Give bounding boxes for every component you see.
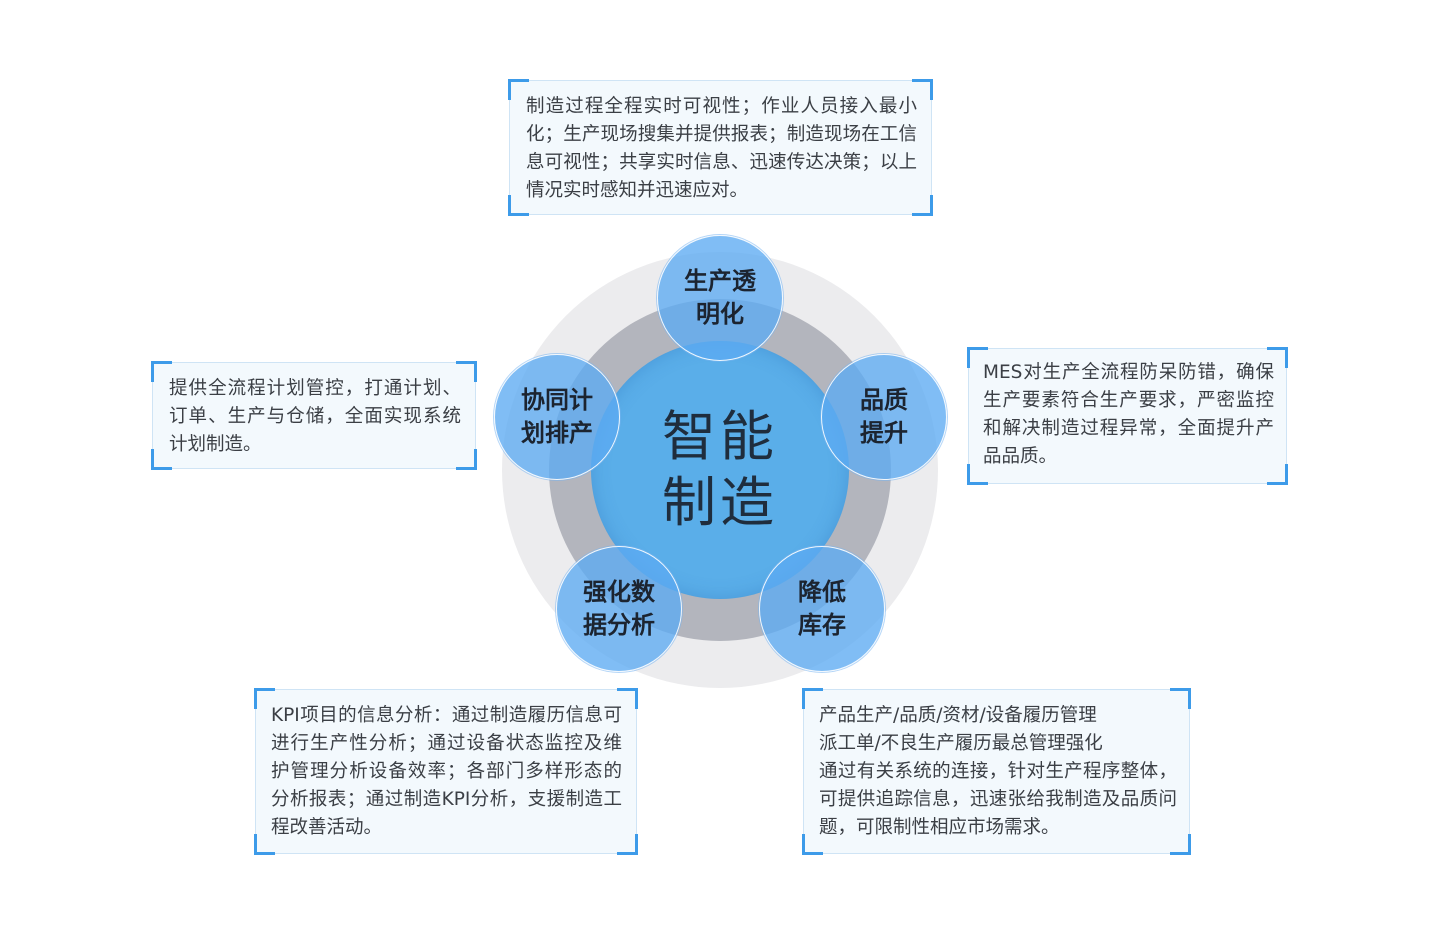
node-scheduling-line1: 协同计 xyxy=(521,386,593,414)
desc-data-analysis-text: KPI项目的信息分析：通过制造履历信息可进行生产性分析；通过设备状态监控及维护管… xyxy=(271,705,622,838)
node-transparency-line1: 生产透 xyxy=(684,267,756,295)
desc-transparency-text: 制造过程全程实时可视性；作业人员接入最小化；生产现场搜集并提供报表；制造现场在工… xyxy=(526,96,917,201)
box-corner xyxy=(617,688,638,709)
node-data-analysis-line2: 据分析 xyxy=(583,611,655,639)
box-corner xyxy=(802,688,823,709)
box-corner xyxy=(1170,688,1191,709)
box-corner xyxy=(802,834,823,855)
desc-quality-text: MES对生产全流程防呆防错，确保生产要素符合生产要求，严密监控和解决制造过程异常… xyxy=(983,362,1274,467)
box-corner xyxy=(456,361,477,382)
node-scheduling-line2: 划排产 xyxy=(521,419,593,447)
desc-box-data-analysis: KPI项目的信息分析：通过制造履历信息可进行生产性分析；通过设备状态监控及维护管… xyxy=(254,688,638,855)
desc-inventory-line3: 通过有关系统的连接，针对生产程序整体，可提供追踪信息，迅速张给我制造及品质问题，… xyxy=(819,761,1177,838)
box-corner xyxy=(912,79,933,100)
center-label-line1: 智能 xyxy=(662,405,778,468)
box-corner xyxy=(1170,834,1191,855)
box-corner xyxy=(254,688,275,709)
node-inventory: 降低 库存 xyxy=(759,546,885,672)
node-data-analysis-line1: 强化数 xyxy=(583,578,655,606)
node-quality-line1: 品质 xyxy=(860,386,908,414)
node-data-analysis: 强化数 据分析 xyxy=(556,546,682,672)
center-label: 智能 制造 xyxy=(660,404,780,536)
node-transparency: 生产透 明化 xyxy=(657,235,783,361)
box-corner xyxy=(967,347,988,368)
box-corner xyxy=(151,361,172,382)
desc-scheduling-text: 提供全流程计划管控，打通计划、订单、生产与仓储，全面实现系统计划制造。 xyxy=(169,378,461,455)
box-corner xyxy=(254,834,275,855)
box-corner xyxy=(912,195,933,216)
node-quality-label: 品质 提升 xyxy=(842,384,926,450)
box-corner xyxy=(617,834,638,855)
desc-box-scheduling: 提供全流程计划管控，打通计划、订单、生产与仓储，全面实现系统计划制造。 xyxy=(151,361,477,470)
node-transparency-label: 生产透 明化 xyxy=(678,265,762,331)
node-inventory-label: 降低 库存 xyxy=(780,576,864,642)
box-corner xyxy=(1267,347,1288,368)
node-quality: 品质 提升 xyxy=(821,354,947,480)
box-corner xyxy=(456,449,477,470)
node-inventory-line1: 降低 xyxy=(798,578,846,606)
node-data-analysis-label: 强化数 据分析 xyxy=(577,576,661,642)
desc-inventory-line2: 派工单/不良生产履历最总管理强化 xyxy=(819,733,1103,754)
desc-box-quality: MES对生产全流程防呆防错，确保生产要素符合生产要求，严密监控和解决制造过程异常… xyxy=(967,347,1288,485)
node-quality-line2: 提升 xyxy=(860,419,908,447)
box-corner xyxy=(508,79,529,100)
box-corner xyxy=(508,195,529,216)
box-corner xyxy=(151,449,172,470)
node-inventory-line2: 库存 xyxy=(798,611,846,639)
desc-box-transparency: 制造过程全程实时可视性；作业人员接入最小化；生产现场搜集并提供报表；制造现场在工… xyxy=(508,79,933,216)
box-corner xyxy=(967,464,988,485)
node-scheduling-label: 协同计 划排产 xyxy=(515,384,599,450)
desc-box-inventory: 产品生产/品质/资材/设备履历管理 派工单/不良生产履历最总管理强化 通过有关系… xyxy=(802,688,1191,855)
node-scheduling: 协同计 划排产 xyxy=(494,354,620,480)
node-transparency-line2: 明化 xyxy=(696,300,744,328)
box-corner xyxy=(1267,464,1288,485)
center-label-line2: 制造 xyxy=(662,471,778,534)
desc-inventory-line1: 产品生产/品质/资材/设备履历管理 xyxy=(819,705,1097,726)
